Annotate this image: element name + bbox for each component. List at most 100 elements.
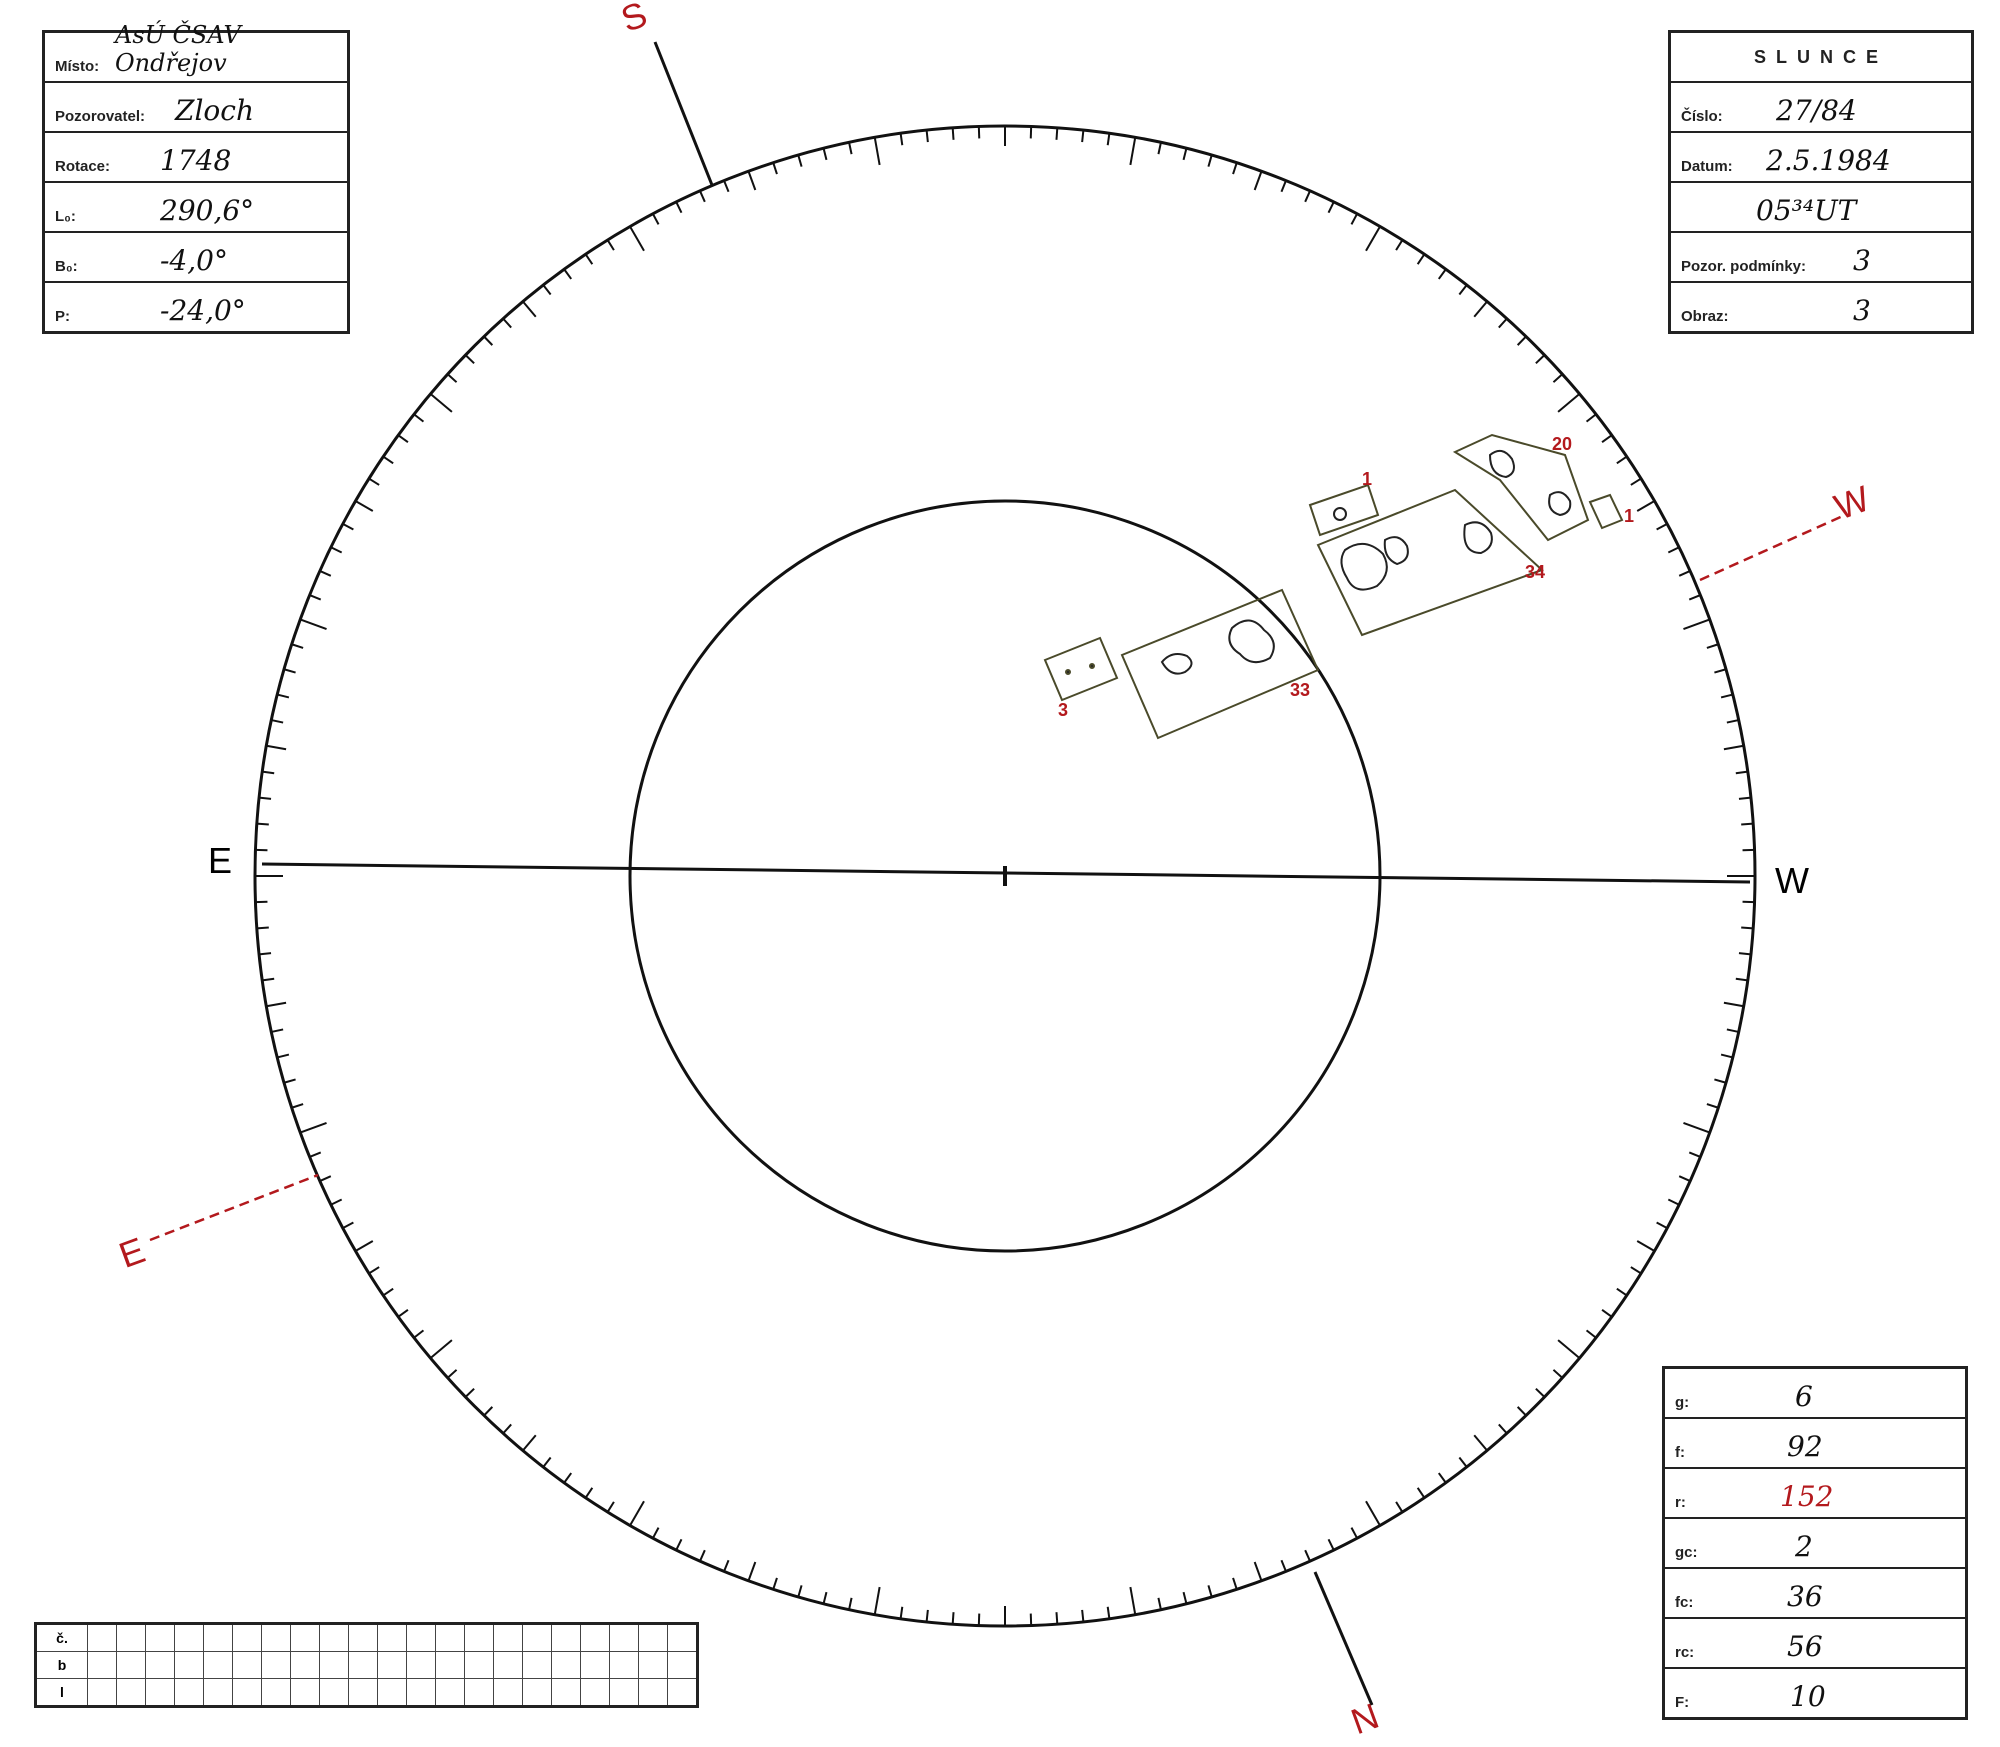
limb-tick — [542, 284, 552, 296]
limb-tick — [1207, 1585, 1213, 1598]
limb-tick — [1327, 1538, 1335, 1551]
record-row-cas: 05³⁴UT — [1671, 183, 1971, 233]
limb-tick — [266, 1001, 287, 1008]
info-row-P: P:-24,0° — [55, 294, 246, 327]
limb-tick — [259, 796, 272, 800]
sunspot-group-3 — [1043, 636, 1119, 702]
grid-cell — [638, 1651, 668, 1679]
limb-tick — [1106, 133, 1111, 146]
record-title: SLUNCE — [1671, 33, 1971, 83]
limb-tick — [723, 1559, 730, 1572]
limb-tick — [1129, 1586, 1137, 1615]
limb-tick — [629, 1500, 645, 1527]
stat-row-gc: gc:2 — [1665, 1519, 1965, 1569]
limb-tick — [699, 190, 706, 203]
grid-cell — [87, 1678, 117, 1707]
limb-tick — [1667, 1198, 1680, 1206]
limb-tick — [330, 546, 343, 554]
grid-cell — [464, 1623, 494, 1652]
limb-tick — [277, 693, 290, 699]
limb-tick — [1688, 594, 1701, 601]
grid-cell — [174, 1651, 204, 1679]
grid-cell — [493, 1623, 523, 1652]
inner-reference-circle — [628, 499, 1382, 1253]
limb-tick — [368, 477, 380, 486]
limb-tick — [1253, 1561, 1263, 1582]
limb-tick — [1055, 1612, 1059, 1625]
limb-tick — [1585, 1329, 1597, 1339]
south-north-axis-bottom — [1313, 1571, 1374, 1706]
stat-row-F: F:10 — [1675, 1680, 1826, 1713]
limb-tick — [1416, 1487, 1426, 1499]
grid-cell — [145, 1678, 175, 1707]
limb-tick — [1636, 500, 1656, 512]
limb-tick — [291, 643, 304, 649]
limb-tick — [1552, 1369, 1564, 1379]
limb-tick — [1129, 137, 1137, 166]
grid-cell — [174, 1623, 204, 1652]
limb-tick — [822, 148, 828, 161]
limb-tick — [1656, 1221, 1668, 1229]
sunspot-group-1b — [1588, 493, 1624, 530]
limb-tick — [429, 393, 453, 413]
limb-tick — [256, 822, 269, 826]
info-row-L0: L₀:290,6° — [45, 183, 347, 233]
limb-tick — [1678, 1175, 1691, 1182]
group-label-33: 33 — [1290, 680, 1310, 700]
limb-tick — [925, 130, 929, 143]
limb-tick — [382, 1287, 394, 1297]
limb-tick — [699, 1549, 706, 1562]
group-label-3: 3 — [1058, 700, 1068, 720]
limb-tick — [277, 1053, 290, 1059]
limb-tick — [925, 1609, 929, 1622]
limb-tick — [1601, 434, 1613, 444]
limb-tick — [848, 1597, 853, 1610]
grid-cell — [232, 1678, 262, 1707]
limb-tick — [1706, 643, 1719, 649]
grid-cell — [290, 1651, 320, 1679]
grid-cell — [522, 1651, 552, 1679]
stat-row-rc: rc:56 — [1665, 1619, 1965, 1669]
limb-tick — [899, 133, 904, 146]
limb-tick — [606, 1501, 615, 1513]
sunspot-group-20 — [1452, 433, 1590, 542]
limb-tick — [464, 1387, 475, 1398]
grid-cell — [319, 1623, 349, 1652]
limb-tick — [1601, 1308, 1613, 1318]
limb-tick — [483, 1406, 494, 1417]
limb-tick — [772, 1577, 778, 1590]
limb-tick — [299, 1121, 327, 1134]
limb-tick — [1616, 1287, 1628, 1297]
limb-tick — [747, 170, 757, 191]
limb-tick — [1585, 413, 1597, 423]
grid-cell — [87, 1651, 117, 1679]
grid-cell — [580, 1623, 610, 1652]
limb-tick — [259, 952, 272, 956]
limb-tick — [1207, 154, 1213, 167]
limb-tick — [1714, 668, 1727, 674]
limb-tick — [1706, 1103, 1719, 1109]
grid-cell — [116, 1678, 146, 1707]
limb-tick — [1365, 1500, 1381, 1527]
group-label-1b: 1 — [1624, 506, 1634, 526]
limb-tick — [1473, 1434, 1488, 1452]
limb-tick — [1365, 225, 1381, 252]
limb-tick — [1280, 1559, 1287, 1572]
limb-tick — [1723, 744, 1744, 751]
grid-cell — [667, 1678, 698, 1707]
sunspot-group-34 — [1316, 488, 1544, 637]
limb-tick — [1081, 130, 1085, 143]
limb-tick — [584, 1487, 594, 1499]
limb-tick — [584, 253, 594, 265]
grid-cell — [435, 1651, 465, 1679]
limb-tick — [1630, 1266, 1642, 1275]
stat-row-r: r:152 — [1665, 1469, 1965, 1519]
limb-tick — [629, 225, 645, 252]
grid-cell — [261, 1623, 291, 1652]
grid-cell — [406, 1623, 436, 1652]
limb-tick — [1081, 1609, 1085, 1622]
sun-record-box: SLUNCE Číslo:27/84 Datum:2.5.1984 05³⁴UT… — [1668, 30, 1974, 334]
limb-tick — [797, 1585, 803, 1598]
